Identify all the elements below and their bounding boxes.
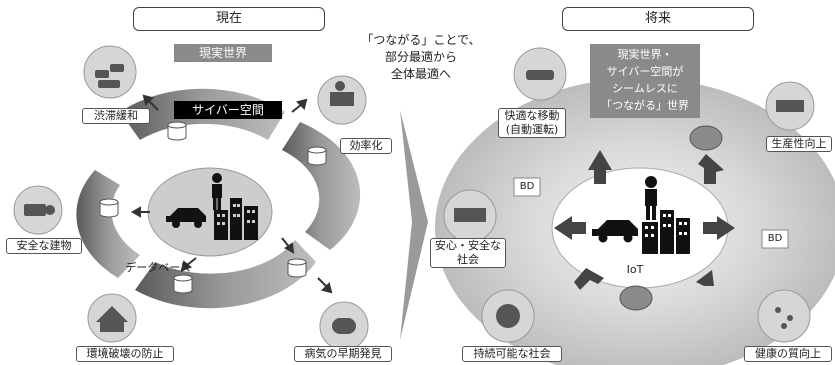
database-icon <box>99 121 327 294</box>
health-molecule-icon <box>757 289 811 343</box>
item-comfortable-mobility-line-1: 快適な移動 <box>504 109 560 122</box>
right-panel-header: 将来 <box>562 7 754 31</box>
buildings-icon <box>214 198 258 240</box>
item-comfortable-mobility-line-2: (自動運転) <box>505 123 559 136</box>
big-data-stack-icon <box>513 177 541 197</box>
right-arrows <box>554 150 735 290</box>
banner-line-4: 「つながる」世界 <box>601 99 689 112</box>
transition-arrow <box>400 110 428 340</box>
center-message-line-3: 全体最適へ <box>390 67 451 81</box>
left-arrows <box>130 94 333 294</box>
seamless-banner <box>590 44 700 118</box>
car-icon <box>592 220 638 243</box>
database-label: データベース <box>125 261 191 274</box>
item-safe-building: 安全な建物 <box>6 238 82 254</box>
item-early-diagnosis: 病気の早期発見 <box>294 346 392 362</box>
item-safe-society: 安心・安全な 社会 <box>430 238 506 268</box>
bd-label-right: BD <box>767 233 783 244</box>
cyber-space-label: サイバー空間 <box>174 101 282 119</box>
bd-label-left: BD <box>519 181 535 192</box>
banner-line-1: 現実世界・ <box>617 48 673 61</box>
scene-glyphs <box>24 64 356 334</box>
item-productivity: 生産性向上 <box>766 136 832 152</box>
big-data-stack-icon <box>761 229 789 249</box>
right-scene-glyphs <box>454 70 804 329</box>
center-message-line-2: 部分最適から <box>384 50 457 64</box>
person-icon <box>212 173 222 210</box>
brain-icon <box>689 125 723 151</box>
iot-label: IoT <box>626 263 644 276</box>
item-efficiency: 効率化 <box>340 138 392 154</box>
banner-line-2: サイバー空間が <box>606 65 684 78</box>
car-icon <box>166 208 206 228</box>
item-sustainable-society: 持続可能な社会 <box>462 346 562 362</box>
banner-line-3: シームレスに <box>612 82 678 95</box>
buildings-icon <box>642 210 690 254</box>
item-comfortable-mobility: 快適な移動 (自動運転) <box>498 108 566 138</box>
item-safe-society-line-1: 安心・安全な <box>435 239 501 252</box>
seamless-banner-text: 現実世界・ サイバー空間が シームレスに 「つながる」世界 <box>590 46 700 114</box>
left-panel-header: 現在 <box>133 7 325 31</box>
brain-icon <box>619 285 653 311</box>
item-health-quality: 健康の質向上 <box>744 346 832 362</box>
center-message: 「つながる」ことで、 部分最適から 全体最適へ <box>356 32 486 83</box>
item-environment-protection: 環境破壊の防止 <box>76 346 174 362</box>
person-icon <box>645 176 657 220</box>
item-traffic-relief: 渋滞緩和 <box>82 108 150 124</box>
item-safe-society-line-2: 社会 <box>457 253 479 266</box>
traffic-icon <box>83 45 137 99</box>
center-message-line-1: 「つながる」ことで、 <box>361 33 481 47</box>
left-panel-subtitle: 現実世界 <box>174 44 272 62</box>
